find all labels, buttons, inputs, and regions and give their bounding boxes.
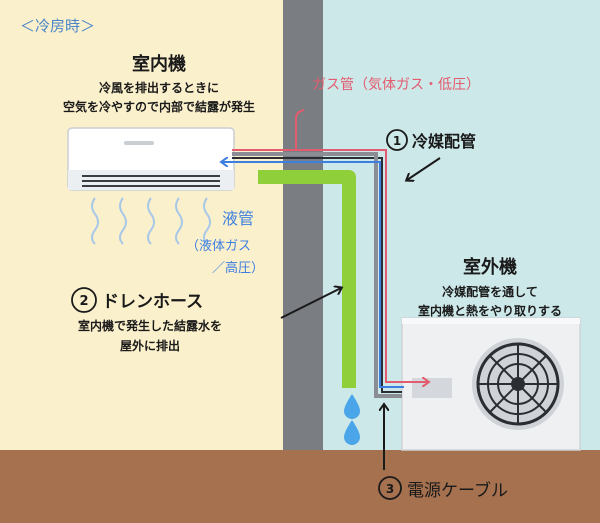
cold-air-waves: [91, 197, 211, 245]
building-wall: [283, 0, 323, 455]
drain-hose-line: [258, 170, 356, 388]
outdoor-desc-line1: 冷媒配管を通して: [442, 284, 538, 299]
outdoor-title: 室外機: [463, 256, 517, 278]
gas-pipe-line: [232, 149, 428, 382]
refrigerant-pipe-line: [232, 152, 402, 398]
drain-pointer-arrow: [280, 288, 341, 319]
gas-pipe-riser: [295, 109, 305, 150]
outdoor-unit: [401, 317, 581, 451]
liquid-pipe-title: 液管: [222, 209, 254, 228]
power-cable-label: 電源ケーブル: [407, 480, 508, 501]
mode-label: ＜冷房時＞: [20, 17, 95, 35]
refrigerant-number: 1: [393, 134, 401, 148]
indoor-desc-line1: 冷風を排出するときに: [99, 80, 219, 95]
drain-desc-line2: 屋外に排出: [120, 338, 180, 353]
indoor-desc-line2: 空気を冷やすので内部で結露が発生: [63, 99, 255, 114]
number-circle-3: [378, 476, 402, 500]
drain-number: 2: [79, 294, 88, 309]
drain-hose-label: ドレンホース: [102, 292, 203, 312]
number-circle-1: [386, 129, 408, 151]
outdoor-desc-line2: 室内機と熱をやり取りする: [418, 303, 562, 318]
indoor-title: 室内機: [132, 53, 186, 75]
ground: [0, 450, 600, 523]
indoor-wall-area: [0, 0, 283, 455]
number-circle-2: [71, 287, 97, 313]
gas-pipe-label: ガス管（気体ガス・低圧）: [312, 77, 480, 93]
liquid-pipe-sub2: ／高圧）: [212, 260, 264, 276]
refrigerant-pointer-arrow: [407, 157, 441, 180]
power-number: 3: [386, 482, 394, 496]
liquid-pipe-sub1: （液体ガス: [186, 239, 251, 254]
liquid-pipe-line: [222, 162, 404, 388]
refrigerant-pipe-label: 冷媒配管: [412, 132, 476, 151]
power-cable-line: [232, 157, 402, 393]
indoor-unit: [67, 127, 235, 191]
drain-desc-line1: 室内機で発生した結露水を: [78, 318, 222, 333]
water-drop-icon: [344, 394, 360, 445]
